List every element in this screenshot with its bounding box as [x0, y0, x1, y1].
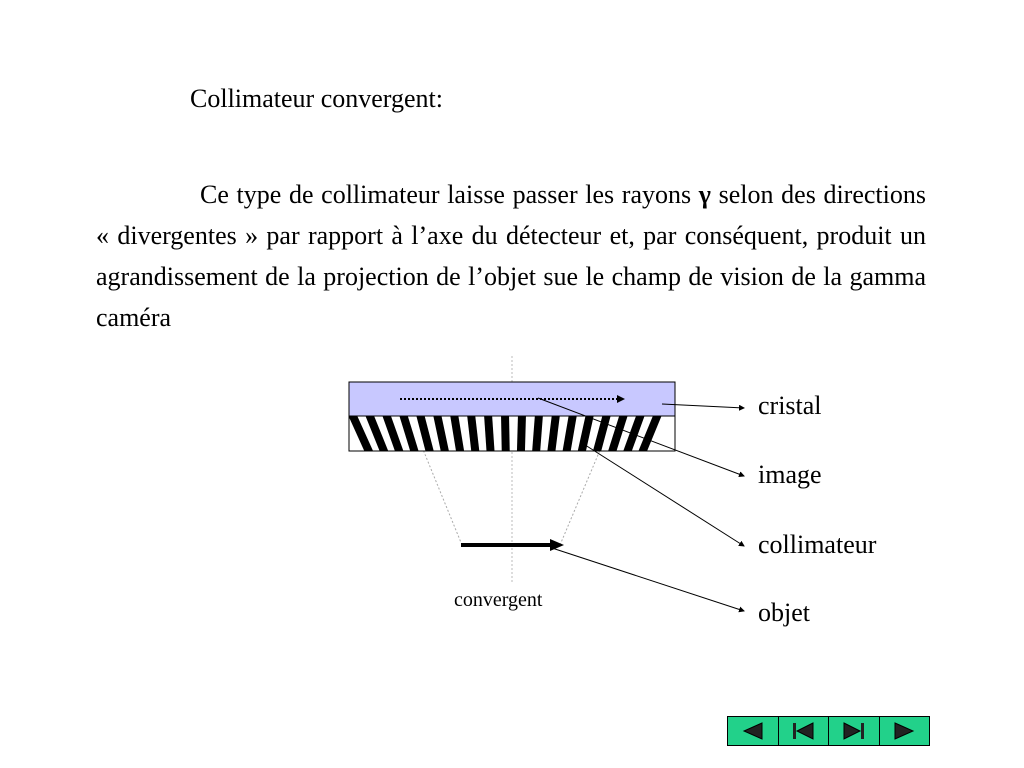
- collimator-septum: [577, 416, 594, 451]
- first-slide-button[interactable]: [778, 717, 829, 745]
- collimator-septum: [450, 416, 465, 451]
- paragraph-text-start: Ce type de collimateur laisse passer les…: [200, 180, 699, 209]
- collimator-septum: [592, 416, 611, 451]
- leader-cristal: [661, 403, 745, 411]
- first-icon: [793, 722, 814, 740]
- collimator-septum: [349, 416, 374, 451]
- slide-navigation: [727, 716, 930, 746]
- last-icon: [843, 722, 864, 740]
- leader-objet: [551, 547, 745, 613]
- next-icon: [894, 722, 915, 740]
- collimator-septum: [562, 416, 577, 451]
- image-projection-arrowhead: [617, 395, 625, 403]
- collimator-septum: [484, 416, 495, 451]
- collimator-septum: [501, 416, 510, 451]
- collimator-septum: [382, 416, 404, 451]
- label-collimateur: collimateur: [758, 530, 877, 559]
- collimator-septum: [433, 416, 449, 451]
- description-paragraph: Ce type de collimateur laisse passer les…: [96, 174, 926, 338]
- collimator-septum: [608, 416, 628, 451]
- slide-title: Collimateur convergent:: [190, 84, 443, 113]
- collimator-septum: [416, 416, 434, 451]
- collimator-septum: [638, 416, 662, 451]
- collimator-septum: [547, 416, 560, 451]
- gamma-symbol: γ: [698, 180, 711, 209]
- diagram-caption: convergent: [454, 589, 543, 611]
- leader-collimateur: [581, 442, 745, 547]
- collimator-septum: [623, 416, 645, 451]
- paragraph-text-end: selon des directions « divergentes » par…: [96, 180, 926, 332]
- label-image: image: [758, 460, 822, 489]
- collimator-septum: [467, 416, 480, 451]
- collimator-septum: [532, 416, 543, 451]
- previous-icon: [742, 722, 763, 740]
- collimator-block: [348, 415, 676, 452]
- collimator-septum: [399, 416, 419, 451]
- leader-image: [537, 397, 745, 478]
- collimator-septum: [365, 416, 389, 451]
- next-slide-button[interactable]: [879, 717, 929, 745]
- previous-slide-button[interactable]: [728, 717, 779, 745]
- collimator-septum: [516, 416, 526, 451]
- label-objet: objet: [758, 598, 810, 627]
- last-slide-button[interactable]: [829, 717, 880, 745]
- label-cristal: cristal: [758, 391, 822, 420]
